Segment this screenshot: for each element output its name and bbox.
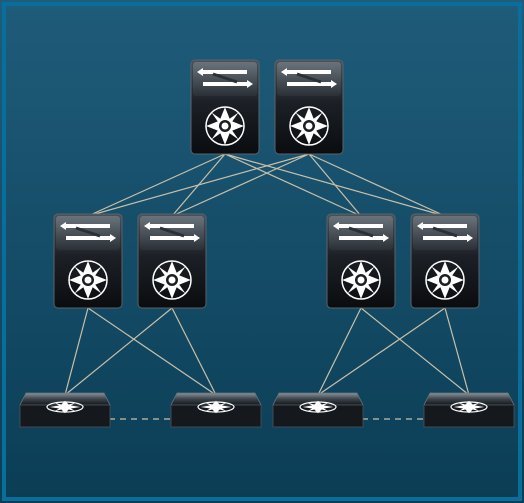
fixed-switch-icon xyxy=(197,400,235,414)
link-agg-3-access-3 xyxy=(317,307,362,396)
link-core-2-agg-2 xyxy=(171,153,310,217)
chassis-switch-icon xyxy=(68,260,108,300)
switch-core-2[interactable] xyxy=(274,59,344,155)
fixed-switch-icon xyxy=(299,400,337,414)
link-agg-1-access-2 xyxy=(87,307,217,396)
link-agg-4-access-4 xyxy=(444,307,470,396)
switch-core-1[interactable] xyxy=(190,59,260,155)
switch-access-2[interactable] xyxy=(170,392,262,428)
chassis-switch-icon xyxy=(425,260,465,300)
switch-agg-1[interactable] xyxy=(53,213,123,309)
switch-agg-3[interactable] xyxy=(326,213,396,309)
link-agg-1-access-1 xyxy=(64,307,89,396)
switch-access-4[interactable] xyxy=(423,392,515,428)
link-core-1-agg-3 xyxy=(224,153,362,217)
link-agg-4-access-3 xyxy=(317,307,446,396)
switch-access-1[interactable] xyxy=(19,392,111,428)
link-agg-2-access-2 xyxy=(171,307,217,396)
port-arrows-icon xyxy=(333,222,389,242)
fixed-switch-icon xyxy=(46,400,84,414)
chassis-switch-icon xyxy=(289,106,329,146)
port-arrows-icon xyxy=(281,68,337,88)
switch-agg-2[interactable] xyxy=(137,213,207,309)
port-arrows-icon xyxy=(144,222,200,242)
port-arrows-icon xyxy=(417,222,473,242)
fixed-switch-icon xyxy=(450,400,488,414)
port-arrows-icon xyxy=(197,68,253,88)
link-core-2-agg-4 xyxy=(308,153,446,217)
port-arrows-icon xyxy=(60,222,116,242)
link-agg-2-access-1 xyxy=(64,307,173,396)
chassis-switch-icon xyxy=(205,106,245,146)
chassis-switch-icon xyxy=(341,260,381,300)
switch-agg-4[interactable] xyxy=(410,213,480,309)
link-agg-3-access-4 xyxy=(360,307,470,396)
link-core-1-agg-1 xyxy=(87,153,226,217)
chassis-switch-icon xyxy=(152,260,192,300)
link-core-2-agg-1 xyxy=(87,153,310,217)
switch-access-3[interactable] xyxy=(272,392,364,428)
link-core-2-agg-3 xyxy=(308,153,362,217)
